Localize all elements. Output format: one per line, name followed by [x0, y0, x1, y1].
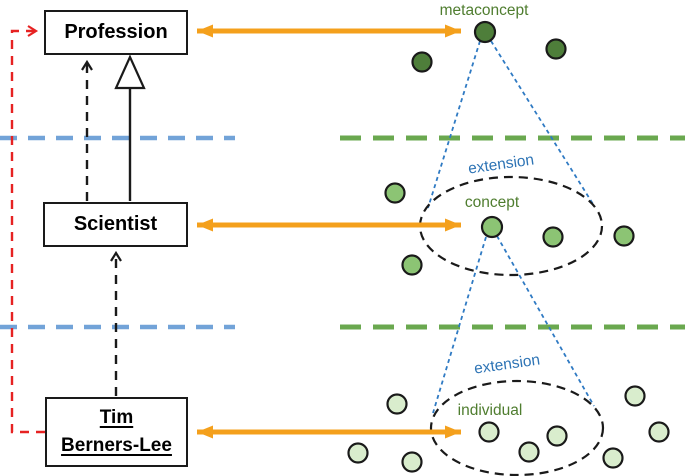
cone-metaconcept-left-line [427, 40, 481, 209]
individual-dot [624, 385, 646, 407]
scientist-box: Scientist [43, 202, 188, 247]
extension-ellipse-individual [429, 379, 605, 476]
cone-concept-left-line [432, 236, 487, 414]
profession-box-label: Profession [64, 21, 168, 43]
concept-dots-group [384, 182, 635, 276]
individual-dot [602, 447, 624, 469]
individual-dot [401, 451, 423, 473]
concept-dot [542, 226, 564, 248]
individual-dot [478, 421, 500, 443]
extension-ellipse-concept [418, 175, 604, 277]
cone-metaconcept-right-line [490, 40, 594, 205]
concept-dot [613, 225, 635, 247]
cone-concept-right-line [496, 235, 595, 407]
individual-dot [347, 442, 369, 464]
individual-dot [546, 425, 568, 447]
tim-box-label-line2: Berners-Lee [61, 435, 172, 456]
metaconcept-dot [473, 20, 497, 44]
individual-label: individual [457, 402, 523, 419]
concept-label: concept [464, 194, 520, 211]
concept-dot [480, 215, 504, 239]
scientist-box-label: Scientist [73, 213, 158, 235]
profession-box: Profession [44, 10, 188, 55]
individual-dot [386, 393, 408, 415]
tim-box-label-line1: Tim [99, 407, 134, 428]
individual-dot [518, 441, 540, 463]
tim-berners-lee-box: Tim Berners-Lee [45, 397, 188, 467]
metaconcept-dots-group [411, 20, 567, 73]
metaconcept-dot [411, 51, 433, 73]
instance-of-arrow-tim-to-profession-red [10, 25, 45, 434]
metaconcept-dot [545, 38, 567, 60]
individual-dots-group [347, 385, 670, 473]
concept-dot [401, 254, 423, 276]
metaconcept-label: metaconcept [439, 2, 529, 19]
concept-dot [384, 182, 406, 204]
generalization-triangle-head [114, 54, 146, 90]
individual-dot [648, 421, 670, 443]
